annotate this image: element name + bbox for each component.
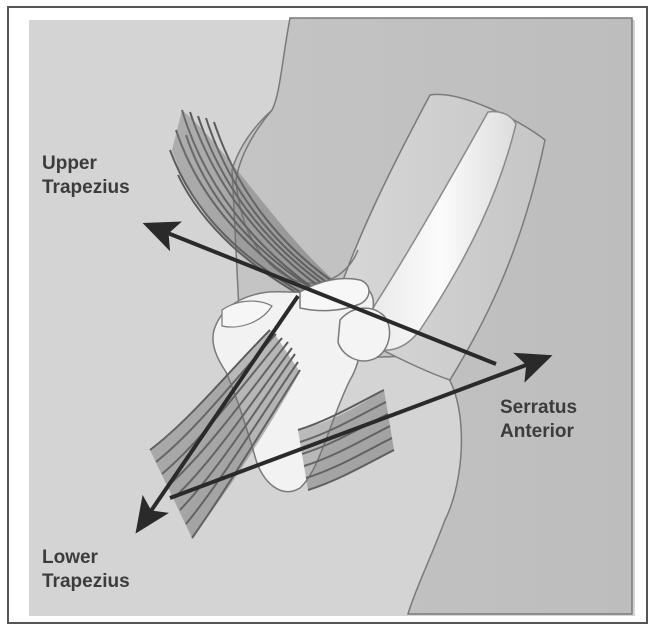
lower-trapezius-label-line2: Trapezius bbox=[42, 570, 130, 594]
serratus-anterior-label: Serratus Anterior bbox=[500, 396, 577, 444]
upper-trapezius-label-line2: Trapezius bbox=[42, 176, 130, 200]
upper-trapezius-label-line1: Upper bbox=[42, 152, 130, 176]
serratus-anterior-label-line2: Anterior bbox=[500, 420, 577, 444]
upper-trapezius-label: Upper Trapezius bbox=[42, 152, 130, 200]
serratus-anterior-label-line1: Serratus bbox=[500, 396, 577, 420]
lower-trapezius-label-line1: Lower bbox=[42, 546, 130, 570]
humeral-head bbox=[338, 308, 390, 361]
lower-trapezius-label: Lower Trapezius bbox=[42, 546, 130, 594]
